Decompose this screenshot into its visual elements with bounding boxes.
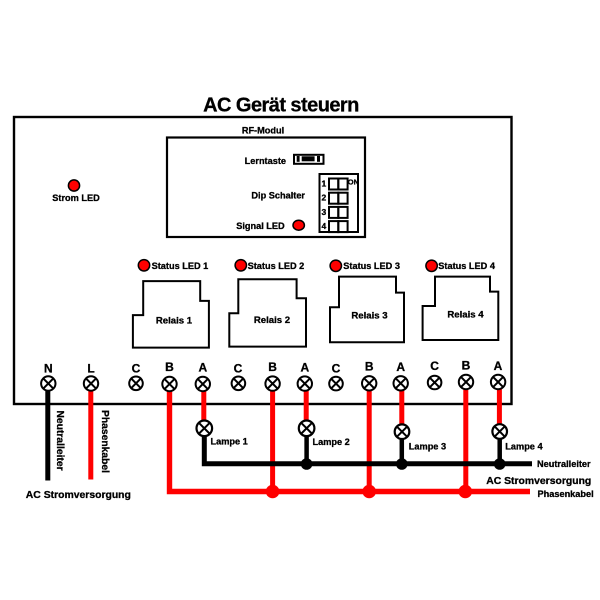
svg-text:Status LED 4: Status LED 4 — [438, 261, 496, 271]
svg-text:Relais 1: Relais 1 — [156, 316, 193, 327]
svg-text:Relais 3: Relais 3 — [351, 311, 387, 322]
svg-text:B: B — [165, 360, 174, 374]
svg-text:C: C — [132, 362, 141, 376]
svg-text:C: C — [430, 359, 439, 373]
svg-text:Neutralleiter: Neutralleiter — [54, 411, 65, 471]
svg-text:2: 2 — [322, 193, 327, 203]
svg-text:Lampe 3: Lampe 3 — [409, 441, 446, 451]
svg-text:1: 1 — [322, 179, 327, 189]
svg-text:A: A — [494, 359, 503, 373]
svg-text:B: B — [268, 360, 277, 374]
svg-text:C: C — [234, 362, 243, 376]
svg-text:B: B — [365, 360, 374, 374]
svg-text:Phasenkabel: Phasenkabel — [99, 410, 110, 473]
svg-text:Status LED 1: Status LED 1 — [152, 261, 209, 271]
svg-text:C: C — [332, 362, 341, 376]
svg-text:N: N — [44, 362, 53, 376]
svg-text:3: 3 — [322, 207, 327, 217]
svg-text:AC Stromversorgung: AC Stromversorgung — [486, 476, 591, 487]
svg-text:AC Gerät steuern: AC Gerät steuern — [203, 95, 359, 117]
svg-text:A: A — [300, 361, 309, 375]
svg-text:Relais 2: Relais 2 — [254, 315, 290, 326]
svg-text:Neutralleiter: Neutralleiter — [537, 459, 591, 469]
svg-text:Lerntaste: Lerntaste — [245, 156, 286, 166]
svg-text:Phasenkabel: Phasenkabel — [538, 489, 594, 499]
svg-text:Dip Schalter: Dip Schalter — [251, 190, 305, 200]
svg-text:B: B — [462, 359, 471, 373]
svg-text:Lampe 1: Lampe 1 — [211, 437, 248, 447]
svg-text:AC Stromversorgung: AC Stromversorgung — [26, 490, 131, 501]
svg-text:RF-Modul: RF-Modul — [242, 126, 284, 136]
svg-text:L: L — [87, 362, 94, 376]
svg-text:ON: ON — [348, 178, 359, 187]
svg-text:Status LED 3: Status LED 3 — [343, 261, 400, 271]
svg-text:A: A — [396, 360, 405, 374]
svg-text:Lampe 4: Lampe 4 — [505, 441, 543, 451]
svg-text:A: A — [198, 361, 207, 375]
svg-text:Status LED 2: Status LED 2 — [248, 261, 305, 271]
svg-text:Relais 4: Relais 4 — [447, 310, 484, 321]
svg-text:Lampe 2: Lampe 2 — [313, 437, 350, 447]
svg-text:Strom LED: Strom LED — [52, 193, 100, 203]
svg-text:Signal LED: Signal LED — [236, 221, 285, 231]
svg-text:4: 4 — [322, 221, 327, 231]
